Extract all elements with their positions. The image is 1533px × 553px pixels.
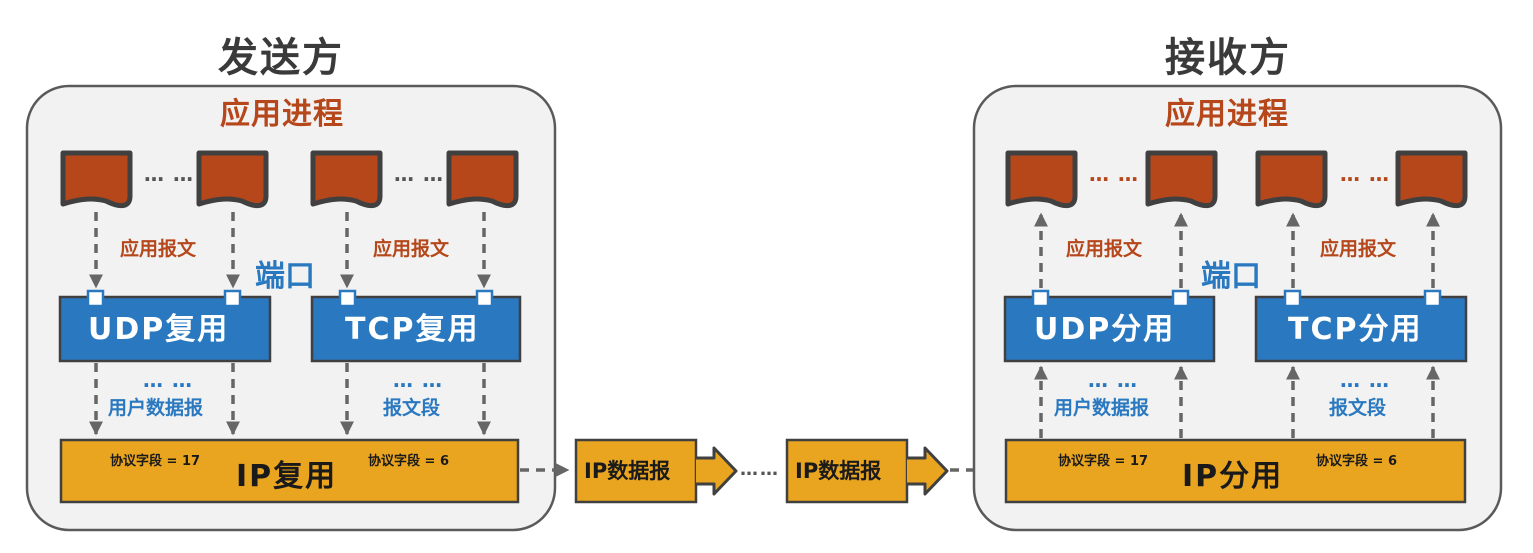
sender-udp-app-message: 应用报文 bbox=[120, 238, 197, 260]
sender-udp-box bbox=[58, 289, 272, 363]
sender-tcp-box bbox=[310, 289, 522, 363]
sender-port-label: 端口 bbox=[255, 259, 315, 294]
receiver-process-label: 应用进程 bbox=[1165, 97, 1289, 132]
receiver-ip-box bbox=[1004, 438, 1467, 504]
sender-panel bbox=[25, 84, 557, 532]
sender-arrows-down-upper bbox=[89, 212, 491, 289]
receiver-dots-tcp-apps: … … bbox=[1340, 162, 1390, 186]
sender-tcp-protocol-field: 协议字段 = 6 bbox=[368, 454, 449, 469]
sender-dots-tcp-apps: … … bbox=[394, 162, 444, 186]
receiver-doc-tcp-1 bbox=[1255, 150, 1328, 209]
receiver-panel bbox=[972, 84, 1503, 532]
sender-tcp-label: TCP复用 bbox=[345, 312, 480, 347]
sender-doc-udp-2 bbox=[196, 150, 269, 209]
receiver-arrows-up-lower bbox=[1034, 365, 1440, 438]
sender-tcp-app-message: 应用报文 bbox=[373, 238, 450, 260]
sender-doc-udp-1 bbox=[60, 150, 133, 209]
sender-doc-tcp-1 bbox=[310, 150, 383, 209]
sender-user-datagram-label: 用户数据报 bbox=[108, 397, 204, 419]
receiver-arrows-up-upper bbox=[1034, 212, 1440, 288]
sender-process-label: 应用进程 bbox=[220, 97, 344, 132]
sender-arrows-down-lower bbox=[89, 363, 491, 436]
receiver-tcp-box bbox=[1254, 289, 1468, 363]
receiver-udp-label: UDP分用 bbox=[1034, 312, 1176, 347]
receiver-ip-label: IP分用 bbox=[1182, 459, 1284, 494]
datagram-box-1 bbox=[574, 438, 738, 504]
datagram-box-2 bbox=[785, 438, 949, 504]
receiver-segment-label: 报文段 bbox=[1329, 397, 1387, 419]
sender-udp-protocol-field: 协议字段 = 17 bbox=[110, 454, 201, 469]
receiver-doc-udp-1 bbox=[1005, 150, 1078, 209]
sender-title: 发送方 bbox=[218, 35, 344, 81]
receiver-user-datagram-label: 用户数据报 bbox=[1054, 397, 1150, 419]
sender-dots-tcp: … … bbox=[393, 368, 443, 392]
receiver-tcp-app-message: 应用报文 bbox=[1320, 238, 1397, 260]
sender-ip-label: IP复用 bbox=[236, 459, 338, 494]
sender-dots-udp-apps: … … bbox=[144, 162, 194, 186]
transit-dots: …… bbox=[740, 459, 780, 480]
receiver-doc-udp-2 bbox=[1145, 150, 1218, 209]
receiver-doc-tcp-2 bbox=[1395, 150, 1468, 209]
sender-udp-label: UDP复用 bbox=[88, 312, 230, 347]
sender-dots-udp: … … bbox=[143, 368, 193, 392]
receiver-udp-app-message: 应用报文 bbox=[1066, 238, 1143, 260]
receiver-tcp-label: TCP分用 bbox=[1288, 312, 1423, 347]
receiver-title: 接收方 bbox=[1165, 35, 1291, 81]
receiver-dots-udp: … … bbox=[1088, 368, 1138, 392]
receiver-dots-tcp: … … bbox=[1340, 368, 1390, 392]
sender-segment-label: 报文段 bbox=[383, 397, 441, 419]
datagram-label-1: IP数据报 bbox=[584, 459, 671, 483]
transit-path bbox=[520, 438, 1000, 504]
receiver-port-label: 端口 bbox=[1201, 259, 1261, 294]
datagram-label-2: IP数据报 bbox=[795, 459, 882, 483]
receiver-udp-protocol-field: 协议字段 = 17 bbox=[1058, 454, 1149, 469]
receiver-dots-udp-apps: … … bbox=[1089, 162, 1139, 186]
sender-doc-tcp-2 bbox=[446, 150, 519, 209]
receiver-udp-box bbox=[1003, 289, 1216, 363]
receiver-tcp-protocol-field: 协议字段 = 6 bbox=[1316, 454, 1397, 469]
sender-ip-box bbox=[59, 438, 520, 504]
